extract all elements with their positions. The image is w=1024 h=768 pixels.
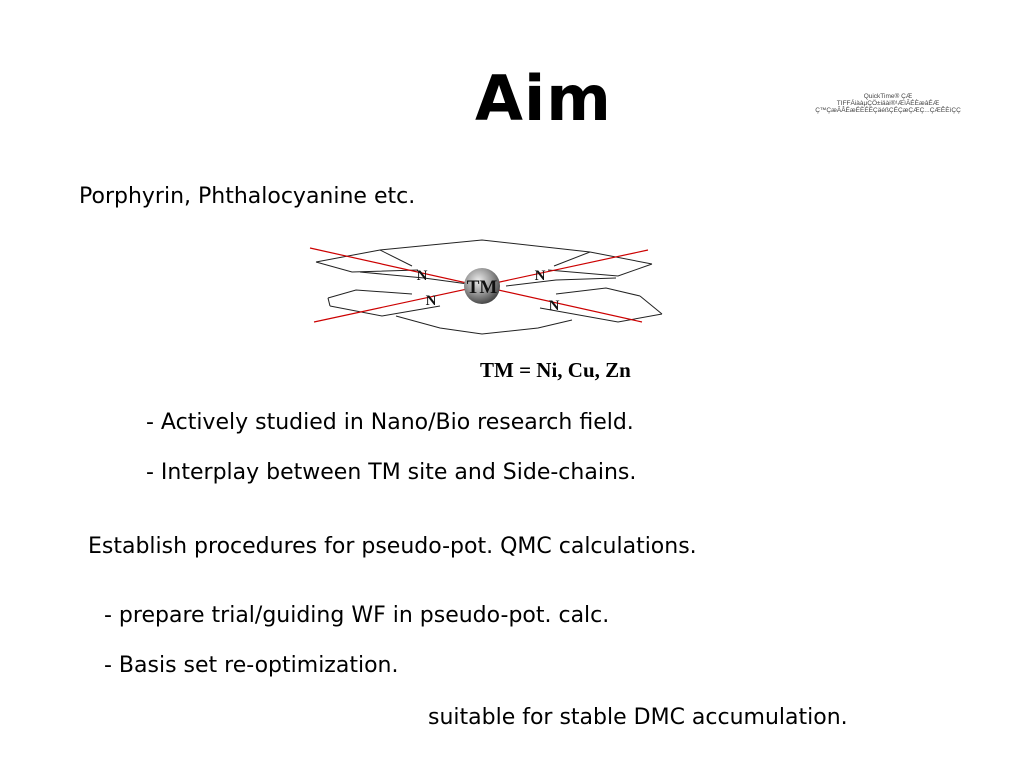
quicktime-line-3: Ç™ÇæÃÂÉæÉÈÉÉÇäéßÇÉÇæÇÆÇ...ÇÆÊÈìÇÇ (815, 107, 961, 114)
bullet-item: - prepare trial/guiding WF in pseudo-pot… (104, 603, 610, 628)
nitrogen-label: N (417, 268, 428, 284)
metal-center-sphere (464, 268, 500, 304)
metal-formula: TM = Ni, Cu, Zn (480, 358, 631, 382)
nitrogen-label: N (426, 293, 437, 309)
nitrogen-label: N (549, 298, 560, 314)
section-heading: Establish procedures for pseudo-pot. QMC… (88, 534, 697, 559)
footer-note: suitable for stable DMC accumulation. (428, 705, 848, 730)
quicktime-placeholder: QuickTime® ÇÆ TIFFÁiààµÇÖ±iäài®¹ÆìÃÉÈæâÉ… (808, 93, 968, 114)
bullet-item: - Interplay between TM site and Side-cha… (146, 460, 637, 485)
metal-center-label: TM (467, 277, 498, 298)
nitrogen-label: N (535, 268, 546, 284)
slide-title: Aim (475, 62, 612, 135)
quicktime-line-1: QuickTime® ÇÆ (863, 93, 913, 100)
porphyrin-structure-diagram: TM N N N N (309, 239, 663, 335)
quicktime-line-2: TIFFÁiààµÇÖ±iäài®¹ÆìÃÉÈæâÉÆ (836, 100, 940, 107)
bullet-item: - Basis set re-optimization. (104, 653, 399, 678)
porphyrin-skeleton (315, 239, 663, 335)
subtitle: Porphyrin, Phthalocyanine etc. (79, 184, 416, 209)
bullet-item: - Actively studied in Nano/Bio research … (146, 410, 634, 435)
